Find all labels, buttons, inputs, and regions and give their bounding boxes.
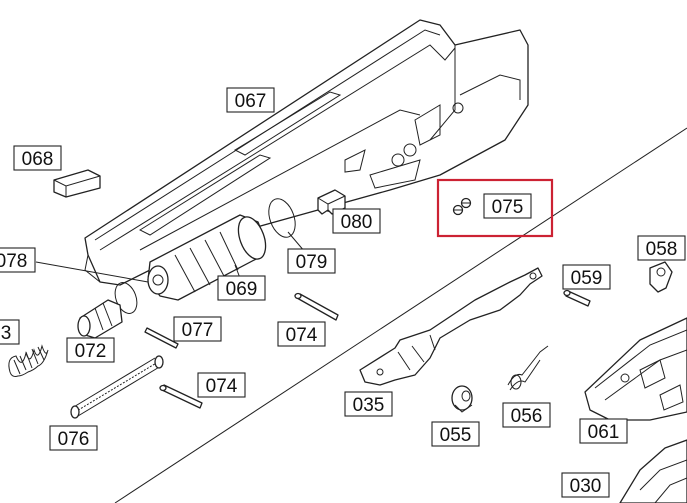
label-067: 067: [226, 87, 275, 113]
svg-text:059: 059: [571, 268, 603, 289]
part-069-cylinder[interactable]: [147, 213, 271, 301]
highlight-box-075: [436, 178, 554, 238]
part-058-latch[interactable]: [649, 261, 673, 293]
svg-text:056: 056: [511, 406, 543, 427]
part-068-block[interactable]: [53, 169, 101, 198]
part-067-upper-receiver[interactable]: [84, 19, 529, 286]
svg-text:078: 078: [0, 251, 27, 272]
label-076: 076: [49, 425, 98, 451]
part-078-oring[interactable]: [35, 261, 149, 316]
part-030-frame[interactable]: [619, 439, 687, 503]
part-074-pin-a[interactable]: [294, 292, 339, 321]
label-079: 079: [287, 248, 336, 274]
part-061-lower-body[interactable]: [584, 317, 687, 421]
label-069: 069: [217, 275, 266, 301]
svg-text:058: 058: [646, 239, 678, 260]
svg-text:067: 067: [235, 91, 267, 112]
part-035-lever[interactable]: [359, 267, 543, 386]
label-075: 075: [483, 193, 532, 219]
svg-text:035: 035: [353, 395, 385, 416]
part-072-nozzle[interactable]: [77, 299, 123, 339]
svg-text:074: 074: [206, 376, 238, 397]
label-058: 058: [637, 235, 686, 261]
part-077-pin[interactable]: [144, 327, 179, 349]
svg-text:068: 068: [22, 149, 54, 170]
label-074-b: 074: [197, 372, 246, 398]
svg-text:072: 072: [75, 341, 107, 362]
svg-text:080: 080: [341, 212, 373, 233]
svg-text:075: 075: [492, 197, 524, 218]
part-074-pin-b[interactable]: [159, 384, 203, 409]
svg-text:069: 069: [226, 279, 258, 300]
part-055-bushing[interactable]: [451, 385, 473, 413]
label-035: 035: [344, 391, 393, 417]
label-056: 056: [502, 402, 551, 428]
svg-text:076: 076: [58, 429, 90, 450]
part-075-screws[interactable]: [452, 197, 472, 216]
label-068: 068: [13, 145, 62, 171]
svg-text:077: 077: [182, 320, 214, 341]
label-073: 073: [0, 319, 20, 345]
svg-text:030: 030: [570, 476, 602, 497]
label-055: 055: [431, 421, 480, 447]
svg-text:055: 055: [440, 425, 472, 446]
label-077: 077: [173, 316, 222, 342]
label-080: 080: [332, 208, 381, 234]
label-074-a: 074: [277, 321, 326, 347]
section-divider-line: [114, 127, 687, 503]
svg-text:079: 079: [296, 252, 328, 273]
label-030: 030: [561, 472, 610, 498]
svg-text:074: 074: [286, 325, 318, 346]
label-061: 061: [579, 418, 628, 444]
label-072: 072: [66, 337, 115, 363]
label-078: 078: [0, 247, 36, 273]
part-056-wire-spring[interactable]: [507, 345, 549, 391]
svg-text:061: 061: [588, 422, 620, 443]
svg-text:073: 073: [0, 323, 11, 344]
part-059-pin[interactable]: [563, 289, 591, 307]
label-059: 059: [562, 264, 611, 290]
part-080-bracket[interactable]: [317, 189, 346, 215]
part-076-long-spring[interactable]: [70, 355, 164, 419]
part-073-spring[interactable]: [8, 344, 49, 377]
